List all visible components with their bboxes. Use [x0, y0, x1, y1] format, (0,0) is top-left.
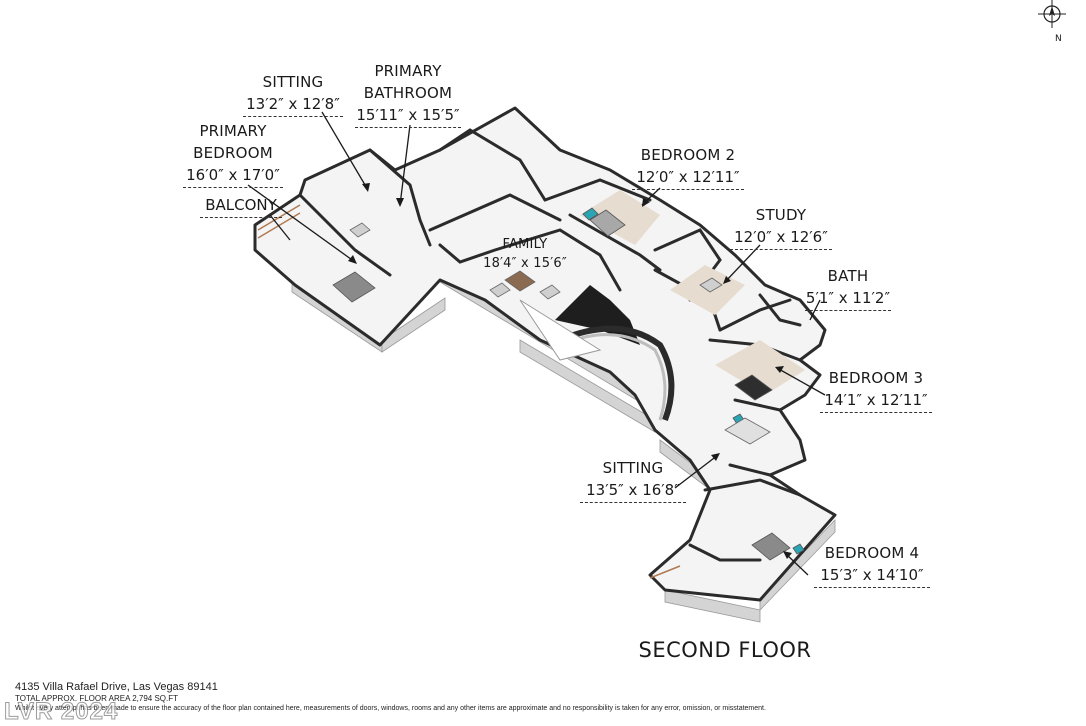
- compass-icon: [1038, 0, 1066, 28]
- stair-void: [519, 285, 675, 422]
- room-dimensions: 14′1″ x 12′11″: [820, 389, 932, 413]
- watermark: LVR 2024: [3, 698, 119, 726]
- label-primary-bedroom: PRIMARY BEDROOM 16′0″ x 17′0″: [183, 120, 283, 188]
- room-dimensions: 13′2″ x 12′8″: [243, 93, 343, 117]
- label-bedroom-4: BEDROOM 4 15′3″ x 14′10″: [814, 542, 930, 588]
- label-sitting-upper: SITTING 13′2″ x 12′8″: [243, 71, 343, 117]
- room-name: BEDROOM 4: [824, 544, 920, 562]
- room-name: STUDY: [755, 206, 807, 224]
- room-dimensions: 15′3″ x 14′10″: [814, 564, 930, 588]
- furniture-beds: [332, 207, 805, 561]
- label-bath: BATH 5′1″ x 11′2″: [805, 265, 891, 311]
- footer: 4135 Villa Rafael Drive, Las Vegas 89141…: [15, 680, 766, 713]
- room-name-line2: BEDROOM: [193, 144, 273, 162]
- room-name-line2: BATHROOM: [363, 84, 453, 102]
- room-name-line1: PRIMARY: [199, 122, 267, 140]
- compass-north-label: N: [1055, 34, 1062, 44]
- room-name: BATH: [827, 267, 869, 285]
- room-dimensions: 13′5″ x 16′8″: [580, 479, 686, 503]
- room-name-line1: PRIMARY: [374, 62, 442, 80]
- room-dimensions: 12′0″ x 12′6″: [730, 226, 832, 250]
- room-name: SITTING: [262, 73, 324, 91]
- room-name: BALCONY: [200, 194, 282, 218]
- label-study: STUDY 12′0″ x 12′6″: [730, 204, 832, 250]
- total-floor-area: TOTAL APPROX. FLOOR AREA 2,794 SQ.FT: [15, 694, 179, 703]
- room-dimensions: 16′0″ x 17′0″: [183, 164, 283, 188]
- label-bedroom-3: BEDROOM 3 14′1″ x 12′11″: [820, 367, 932, 413]
- room-name: SITTING: [602, 459, 664, 477]
- leader-arrowheads: [348, 183, 792, 559]
- floor-title: SECOND FLOOR: [638, 638, 812, 662]
- room-name: FAMILY: [502, 237, 548, 252]
- label-sitting-lower: SITTING 13′5″ x 16′8″: [580, 457, 686, 503]
- furniture-misc: [349, 222, 771, 445]
- disclaimer: Whilst every attempt has been made to en…: [15, 705, 766, 712]
- room-dimensions: 12′0″ x 12′11″: [632, 166, 744, 190]
- label-primary-bathroom: PRIMARY BATHROOM 15′11″ x 15′5″: [355, 60, 461, 128]
- property-address: 4135 Villa Rafael Drive, Las Vegas 89141: [15, 681, 218, 693]
- room-name: BEDROOM 3: [828, 369, 924, 387]
- label-balcony: BALCONY: [200, 194, 282, 218]
- label-bedroom-2: BEDROOM 2 12′0″ x 12′11″: [632, 144, 744, 190]
- room-dimensions: 5′1″ x 11′2″: [805, 287, 891, 311]
- room-name: BEDROOM 2: [640, 146, 736, 164]
- label-family: FAMILY 18′4″ x 15′6″: [475, 235, 575, 273]
- room-dimensions: 15′11″ x 15′5″: [355, 104, 461, 128]
- compass: N: [1030, 0, 1076, 50]
- room-dimensions: 18′4″ x 15′6″: [483, 256, 567, 271]
- floor-outline: [253, 106, 837, 602]
